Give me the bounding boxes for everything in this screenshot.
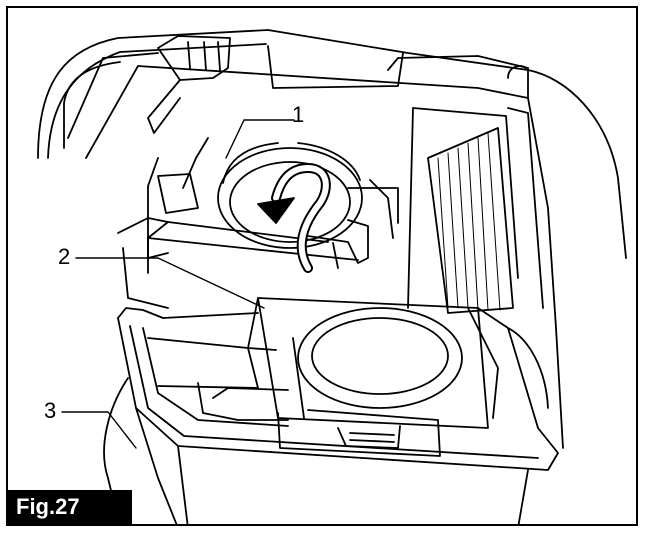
dust-container — [103, 307, 564, 524]
pleated-filter — [427, 127, 514, 314]
filter-plate — [247, 297, 499, 429]
callout-2: 2 — [58, 244, 71, 269]
rear-outlet-ring — [217, 142, 363, 249]
callout-3: 3 — [44, 398, 57, 423]
filter-housing-illustration — [37, 29, 627, 524]
rotation-arrow-icon — [257, 163, 331, 273]
leader-line-1 — [225, 119, 295, 159]
leader-line-2 — [75, 257, 265, 309]
leader-line-3 — [61, 411, 137, 449]
figure-label: Fig.27 — [8, 490, 132, 524]
figure-frame: 1 2 3 Fig.27 — [6, 6, 638, 526]
callout-1: 1 — [292, 102, 305, 127]
housing-shell — [37, 29, 627, 259]
